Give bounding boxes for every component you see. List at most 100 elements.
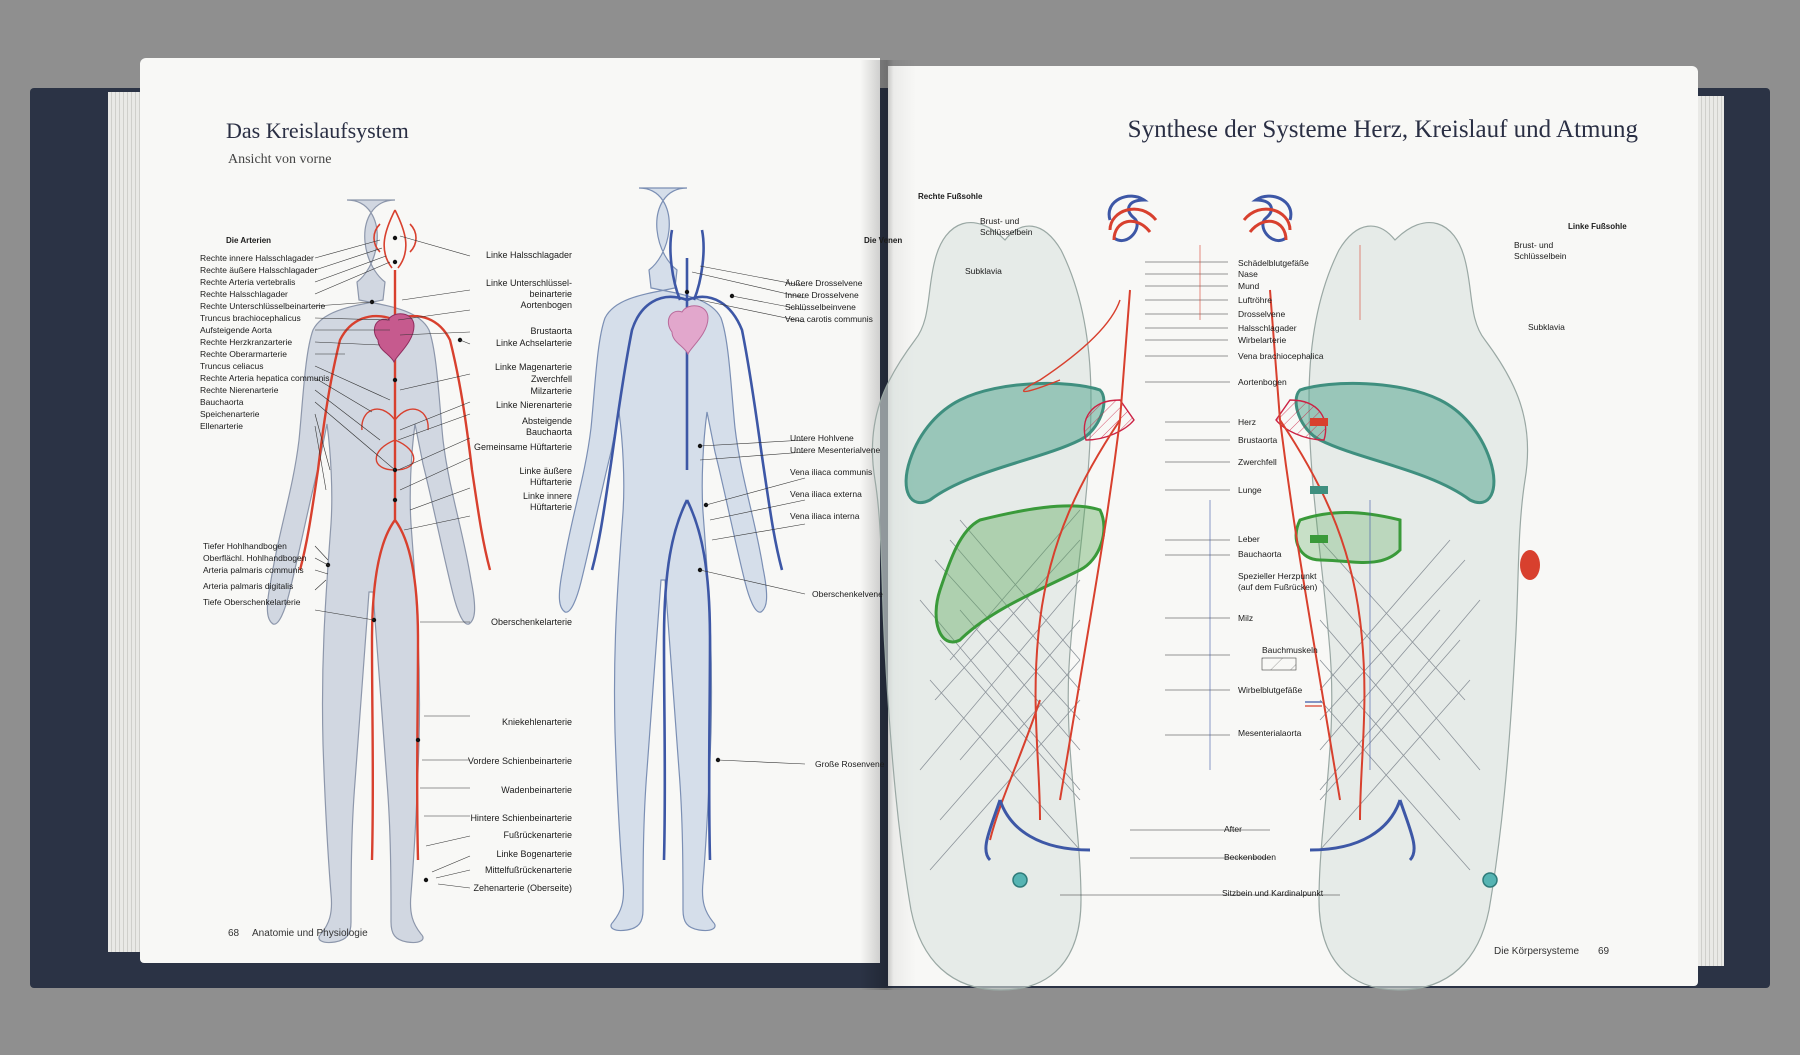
left-label: Rechte Oberarmarterie	[200, 349, 287, 359]
mid-label: Linke innere	[522, 491, 572, 501]
mid-label: Milzarterie	[530, 386, 572, 396]
artery-main	[298, 270, 492, 861]
vein-label: Vena carotis communis	[785, 314, 873, 324]
leg-label: Wadenbeinarterie	[501, 785, 572, 795]
vein-figure	[558, 187, 784, 932]
center-label: Spezieller Herzpunkt	[1238, 571, 1317, 581]
hand-label: Tiefer Hohlhandbogen	[203, 541, 287, 551]
center-label: Drosselvene	[1238, 309, 1286, 319]
mid-label: Hüftarterie	[529, 502, 572, 512]
hand-label: Tiefe Oberschenkelarterie	[203, 597, 301, 607]
leader-lines-left	[314, 235, 806, 889]
left-page	[140, 58, 880, 963]
vein-main	[590, 229, 784, 861]
side-label: Schlüsselbein	[980, 227, 1033, 237]
left-label: Rechte Halsschlagader	[200, 289, 288, 299]
center-label: Herz	[1238, 417, 1256, 427]
center-label: Bauchmuskeln	[1262, 645, 1318, 655]
vein-label: Vena iliaca interna	[790, 511, 860, 521]
leg-label: Zehenarterie (Oberseite)	[473, 883, 572, 893]
side-label: Subklavia	[1528, 322, 1565, 332]
side-label: Brust- und	[980, 216, 1020, 226]
mid-label: Linke Unterschlüssel-	[485, 278, 572, 288]
mid-label: beinarterie	[529, 289, 572, 299]
hand-label: Oberflächl. Hohlhandbogen	[203, 553, 307, 563]
center-label: After	[1224, 824, 1242, 834]
center-label: Mund	[1238, 281, 1260, 291]
spleen-marker	[1520, 550, 1540, 580]
left-label: Rechte Nierenarterie	[200, 385, 279, 395]
side-label: Brust- und	[1514, 240, 1554, 250]
right-page-footer: Die Körpersysteme	[1494, 946, 1580, 957]
mid-label: Bauchaorta	[525, 427, 572, 437]
vein-label: Oberschenkelvene	[812, 589, 883, 599]
left-label: Rechte Unterschlüsselbeinarterie	[200, 301, 326, 311]
leg-label: Fußrückenarterie	[503, 830, 572, 840]
mid-label: Linke Halsschlagader	[485, 250, 572, 260]
mid-label: Absteigende	[521, 416, 572, 426]
vein-label: Untere Hohlvene	[790, 433, 854, 443]
right-page-number: 69	[1598, 946, 1610, 957]
mid-labels: Linke Halsschlagader Linke Unterschlüsse…	[470, 250, 572, 513]
left-label: Bauchaorta	[200, 397, 244, 407]
vein-label: Große Rosenvene	[815, 759, 885, 769]
vein-label: Schlüsselbeinvene	[785, 302, 856, 312]
heart	[373, 313, 415, 364]
center-label: Aortenbogen	[1238, 377, 1287, 387]
left-label: Rechte äußere Halsschlagader	[200, 265, 318, 275]
left-sole-heading: Linke Fußsohle	[1568, 222, 1627, 231]
mid-label: Brustaorta	[530, 326, 572, 336]
right-sole	[871, 194, 1158, 991]
left-label: Ellenarterie	[200, 421, 243, 431]
right-page-title: Synthese der Systeme Herz, Kreislauf und…	[1127, 116, 1638, 143]
leg-label: Linke Bogenarterie	[496, 849, 572, 859]
hand-label: Arteria palmaris digitalis	[203, 581, 294, 591]
mid-label: Linke äußere	[519, 466, 572, 476]
center-label: Milz	[1238, 613, 1254, 623]
mid-label: Linke Magenarterie	[494, 362, 572, 372]
vein-label: Innere Drosselvene	[785, 290, 859, 300]
left-label: Rechte Arteria vertebralis	[200, 277, 296, 287]
mid-label: Hüftarterie	[529, 477, 572, 487]
vein-label: Äußere Drosselvene	[785, 278, 863, 288]
left-label: Rechte Herzkranzarterie	[200, 337, 293, 347]
leg-label: Kniekehlenarterie	[501, 717, 572, 727]
vein-label: Untere Mesenterialvene	[790, 445, 881, 455]
side-label: Schlüsselbein	[1514, 251, 1567, 261]
left-sole-artery	[1269, 289, 1366, 821]
left-page-title: Das Kreislaufsystem	[226, 118, 409, 143]
right-lung	[904, 381, 1106, 504]
center-label: Zwerchfell	[1238, 457, 1277, 467]
center-label: Leber	[1238, 534, 1260, 544]
side-label: Subklavia	[965, 266, 1002, 276]
mid-label: Gemeinsame Hüftarterie	[473, 442, 572, 452]
left-label: Truncus brachiocephalicus	[200, 313, 301, 323]
vein-heart	[667, 305, 709, 356]
hand-labels: Tiefer Hohlhandbogen Oberflächl. Hohlhan…	[203, 541, 321, 609]
left-labels: Rechte innere Halsschlagader Rechte äuße…	[200, 253, 329, 433]
center-label: Mesenterialaorta	[1238, 728, 1302, 738]
leg-label: Vordere Schienbeinarterie	[467, 756, 572, 766]
vein-label: Vena iliaca communis	[790, 467, 873, 477]
center-label: Halsschlagader	[1238, 323, 1297, 333]
left-label: Rechte innere Halsschlagader	[200, 253, 314, 263]
veins-heading: Die Venen	[864, 236, 903, 245]
center-label: Luftröhre	[1238, 295, 1273, 305]
mid-label: Linke Achselarterie	[495, 338, 572, 348]
left-sole	[1242, 194, 1540, 991]
left-label: Speichenarterie	[200, 409, 260, 419]
center-label: Lunge	[1238, 485, 1262, 495]
right-sole-artery	[989, 289, 1131, 841]
right-sole-heading: Rechte Fußsohle	[918, 192, 983, 201]
left-label: Truncus celiacus	[200, 361, 264, 371]
left-page-subtitle: Ansicht von vorne	[228, 152, 332, 167]
leg-label: Hintere Schienbeinarterie	[470, 813, 572, 823]
legend-swatches	[1261, 418, 1328, 707]
vein-labels-top: Äußere Drosselvene Innere Drosselvene Sc…	[785, 278, 885, 326]
leg-label: Oberschenkelarterie	[490, 617, 572, 627]
center-label: (auf dem Fußrücken)	[1238, 582, 1318, 592]
hand-label: Arteria palmaris communis	[203, 565, 304, 575]
vein-label: Vena iliaca externa	[790, 489, 862, 499]
center-label: Wirbelblutgefäße	[1238, 685, 1303, 695]
